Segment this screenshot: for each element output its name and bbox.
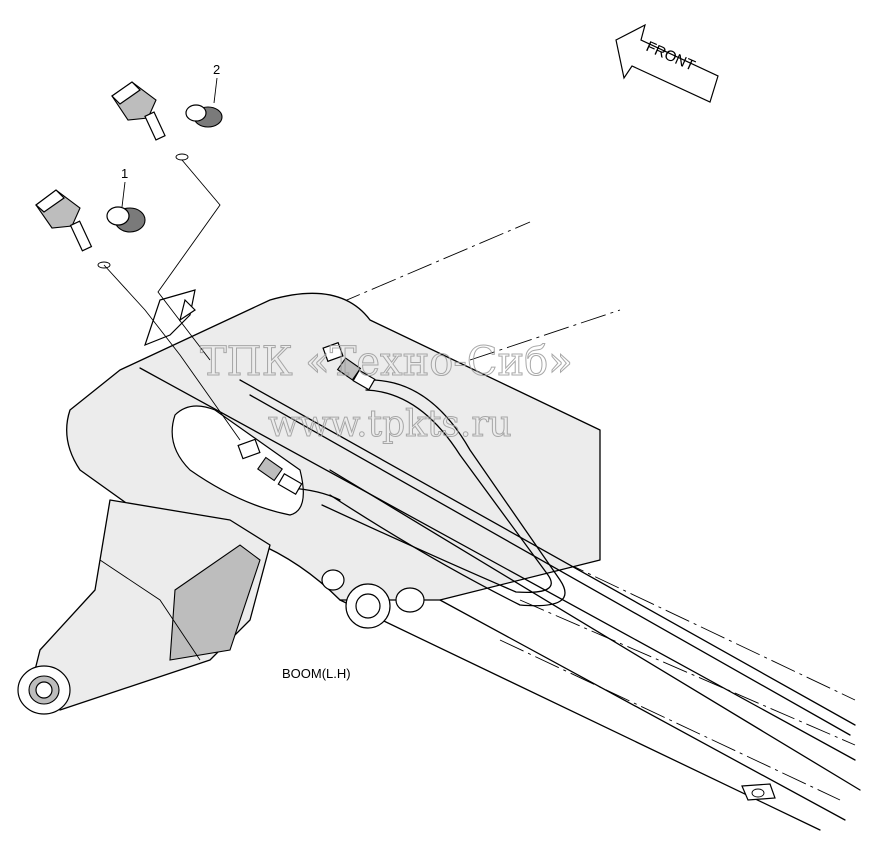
boom-label: BOOM(L.H) xyxy=(282,666,351,681)
watermark-line-1: ТПК «Техно-Сиб» xyxy=(200,339,573,385)
callout-leader-1 xyxy=(121,181,126,208)
centerlines xyxy=(299,221,856,801)
callout-number-2: 2 xyxy=(213,62,220,77)
callouts: 2 1 xyxy=(121,62,220,208)
front-arrow: FRONT xyxy=(615,23,719,103)
watermark-line-2: www.tpkts.ru xyxy=(268,404,512,445)
leader-lines xyxy=(103,159,241,441)
callout-leader-2 xyxy=(213,77,218,104)
part-2-assembly xyxy=(111,81,223,161)
watermark: ТПК «Техно-Сиб» www.tpkts.ru xyxy=(200,339,574,446)
callout-number-1: 1 xyxy=(121,166,128,181)
part-1-assembly xyxy=(35,189,146,269)
boom-fittings xyxy=(237,341,376,496)
